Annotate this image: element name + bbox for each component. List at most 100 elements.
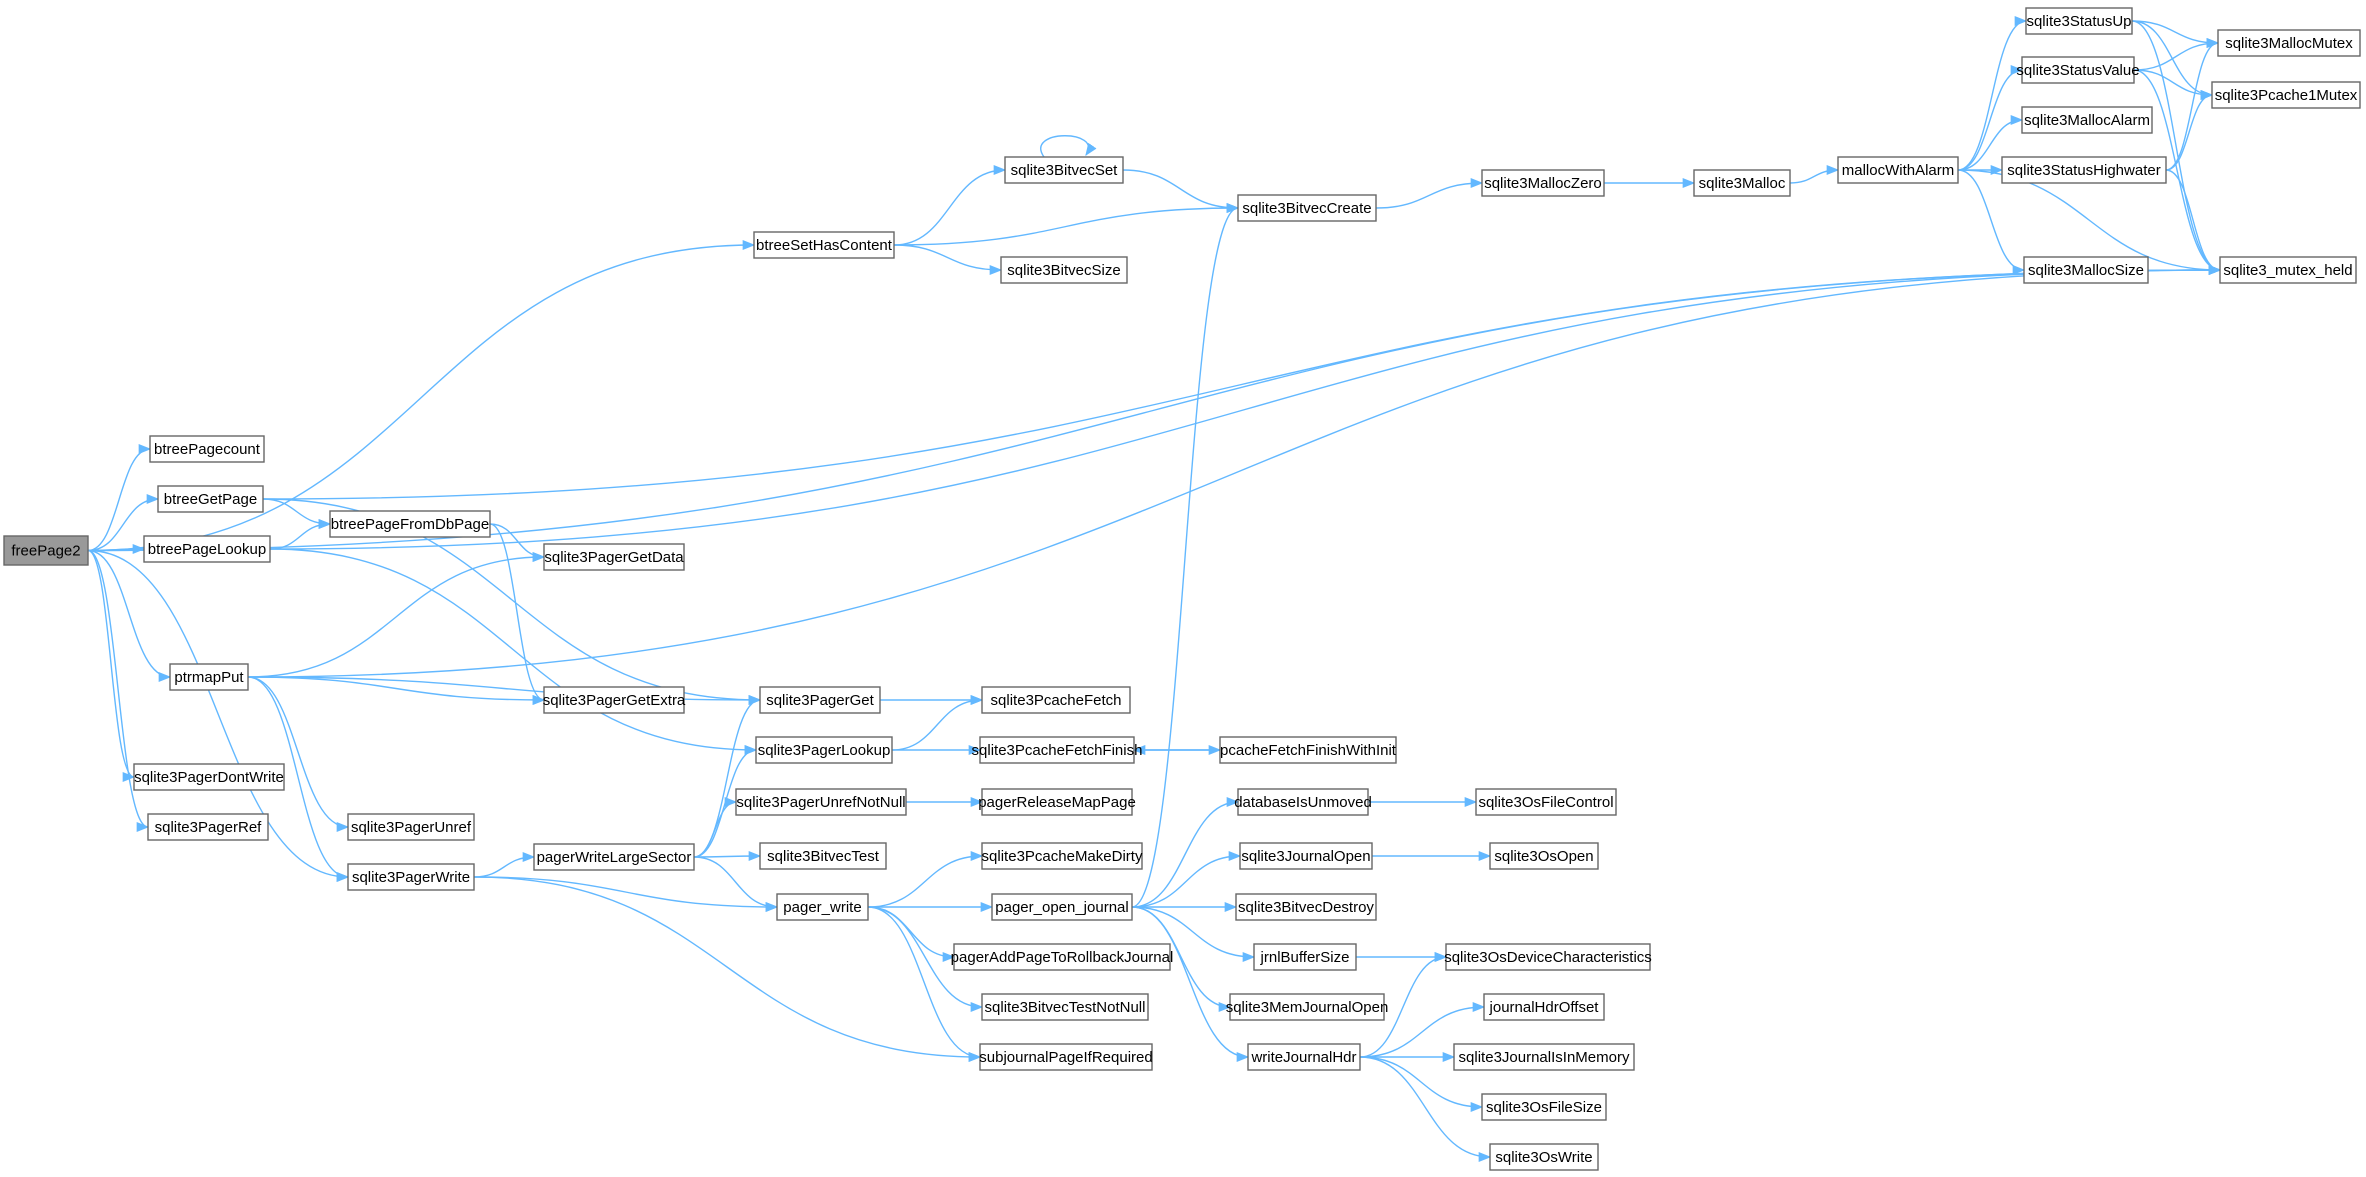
node-ptrmapPut[interactable]: ptrmapPut — [169, 663, 249, 691]
node-btreePagecount[interactable]: btreePagecount — [149, 435, 265, 463]
node-pagerReleaseMapPage[interactable]: pagerReleaseMapPage — [978, 788, 1136, 816]
node-pager_open_journal[interactable]: pager_open_journal — [991, 893, 1133, 921]
node-box-pagerWriteLargeSector[interactable] — [533, 843, 695, 871]
node-box-pagerAddPageToRollbackJournal[interactable] — [953, 943, 1171, 971]
node-box-sqlite3MallocZero[interactable] — [1481, 169, 1605, 197]
node-mallocWithAlarm[interactable]: mallocWithAlarm — [1837, 156, 1959, 184]
node-sqlite3PagerUnrefNotNull[interactable]: sqlite3PagerUnrefNotNull — [735, 788, 907, 816]
node-box-pcacheFetchFinishWithInit[interactable] — [1219, 736, 1397, 764]
node-box-sqlite3BitvecDestroy[interactable] — [1235, 893, 1377, 921]
node-box-sqlite3OsDeviceCharacteristics[interactable] — [1445, 943, 1651, 971]
node-sqlite3MallocMutex[interactable]: sqlite3MallocMutex — [2217, 29, 2361, 57]
node-box-sqlite3PcacheMakeDirty[interactable] — [981, 842, 1143, 870]
node-sqlite3PagerGet[interactable]: sqlite3PagerGet — [759, 686, 881, 714]
node-box-sqlite3JournalOpen[interactable] — [1239, 842, 1373, 870]
node-sqlite3BitvecTestNotNull[interactable]: sqlite3BitvecTestNotNull — [981, 993, 1149, 1021]
node-sqlite3PcacheMakeDirty[interactable]: sqlite3PcacheMakeDirty — [981, 842, 1143, 870]
node-sqlite3PagerGetData[interactable]: sqlite3PagerGetData — [543, 543, 685, 571]
node-box-sqlite3BitvecTest[interactable] — [759, 842, 887, 870]
node-sqlite3BitvecDestroy[interactable]: sqlite3BitvecDestroy — [1235, 893, 1377, 921]
node-sqlite3MallocSize[interactable]: sqlite3MallocSize — [2023, 256, 2149, 284]
node-box-sqlite3PcacheFetchFinish[interactable] — [979, 736, 1135, 764]
node-box-databaseIsUnmoved[interactable] — [1237, 788, 1369, 816]
node-box-sqlite3StatusUp[interactable] — [2025, 7, 2133, 35]
node-box-sqlite3StatusHighwater[interactable] — [2001, 156, 2167, 184]
node-box-sqlite3OsFileControl[interactable] — [1475, 788, 1617, 816]
node-journalHdrOffset[interactable]: journalHdrOffset — [1483, 993, 1605, 1021]
node-databaseIsUnmoved[interactable]: databaseIsUnmoved — [1234, 788, 1372, 816]
node-box-sqlite3PagerGet[interactable] — [759, 686, 881, 714]
node-btreeSetHasContent[interactable]: btreeSetHasContent — [753, 231, 895, 259]
node-pagerWriteLargeSector[interactable]: pagerWriteLargeSector — [533, 843, 695, 871]
node-box-ptrmapPut[interactable] — [169, 663, 249, 691]
node-sqlite3PcacheFetch[interactable]: sqlite3PcacheFetch — [981, 686, 1131, 714]
node-sqlite3OsDeviceCharacteristics[interactable]: sqlite3OsDeviceCharacteristics — [1444, 943, 1652, 971]
node-sqlite3Pcache1Mutex[interactable]: sqlite3Pcache1Mutex — [2211, 81, 2361, 109]
node-sqlite3PagerUnref[interactable]: sqlite3PagerUnref — [347, 813, 475, 841]
node-box-btreePageFromDbPage[interactable] — [329, 510, 491, 538]
node-box-sqlite3Pcache1Mutex[interactable] — [2211, 81, 2361, 109]
node-sqlite3PagerRef[interactable]: sqlite3PagerRef — [147, 813, 269, 841]
node-sqlite3OsWrite[interactable]: sqlite3OsWrite — [1489, 1143, 1599, 1171]
node-box-pagerReleaseMapPage[interactable] — [981, 788, 1133, 816]
node-box-sqlite3PagerGetExtra[interactable] — [543, 686, 685, 714]
node-box-sqlite3MallocSize[interactable] — [2023, 256, 2149, 284]
node-pager_write[interactable]: pager_write — [776, 893, 869, 921]
node-box-sqlite3PagerWrite[interactable] — [347, 863, 475, 891]
node-box-sqlite3PagerDontWrite[interactable] — [133, 763, 285, 791]
node-sqlite3OsFileControl[interactable]: sqlite3OsFileControl — [1475, 788, 1617, 816]
node-writeJournalHdr[interactable]: writeJournalHdr — [1247, 1043, 1361, 1071]
node-box-sqlite3StatusValue[interactable] — [2021, 56, 2135, 84]
node-box-sqlite3_mutex_held[interactable] — [2219, 256, 2357, 284]
node-sqlite3OsOpen[interactable]: sqlite3OsOpen — [1489, 842, 1599, 870]
node-sqlite3MemJournalOpen[interactable]: sqlite3MemJournalOpen — [1226, 993, 1389, 1021]
node-box-btreeGetPage[interactable] — [157, 485, 264, 513]
node-box-sqlite3OsWrite[interactable] — [1489, 1143, 1599, 1171]
node-sqlite3OsFileSize[interactable]: sqlite3OsFileSize — [1481, 1093, 1607, 1121]
node-box-btreeSetHasContent[interactable] — [753, 231, 895, 259]
node-box-btreePageLookup[interactable] — [143, 535, 271, 563]
node-box-sqlite3PagerLookup[interactable] — [755, 736, 893, 764]
node-sqlite3BitvecCreate[interactable]: sqlite3BitvecCreate — [1237, 194, 1377, 222]
node-box-pager_open_journal[interactable] — [991, 893, 1133, 921]
node-sqlite3_mutex_held[interactable]: sqlite3_mutex_held — [2219, 256, 2357, 284]
node-sqlite3StatusValue[interactable]: sqlite3StatusValue — [2016, 56, 2140, 84]
node-box-sqlite3PagerGetData[interactable] — [543, 543, 685, 571]
node-box-sqlite3BitvecSet[interactable] — [1004, 156, 1124, 184]
node-box-sqlite3OsOpen[interactable] — [1489, 842, 1599, 870]
node-btreePageLookup[interactable]: btreePageLookup — [143, 535, 271, 563]
node-sqlite3BitvecSize[interactable]: sqlite3BitvecSize — [1000, 256, 1128, 284]
node-box-writeJournalHdr[interactable] — [1247, 1043, 1361, 1071]
node-box-btreePagecount[interactable] — [149, 435, 265, 463]
node-box-sqlite3PagerUnref[interactable] — [347, 813, 475, 841]
node-sqlite3PagerLookup[interactable]: sqlite3PagerLookup — [755, 736, 893, 764]
node-sqlite3JournalIsInMemory[interactable]: sqlite3JournalIsInMemory — [1453, 1043, 1635, 1071]
node-box-sqlite3MallocMutex[interactable] — [2217, 29, 2361, 57]
node-sqlite3PagerDontWrite[interactable]: sqlite3PagerDontWrite — [133, 763, 285, 791]
node-box-sqlite3MemJournalOpen[interactable] — [1229, 993, 1385, 1021]
node-box-jrnlBufferSize[interactable] — [1253, 943, 1357, 971]
node-sqlite3MallocZero[interactable]: sqlite3MallocZero — [1481, 169, 1605, 197]
node-sqlite3JournalOpen[interactable]: sqlite3JournalOpen — [1239, 842, 1373, 870]
node-freePage2[interactable]: freePage2 — [3, 535, 89, 566]
node-jrnlBufferSize[interactable]: jrnlBufferSize — [1253, 943, 1357, 971]
node-box-sqlite3OsFileSize[interactable] — [1481, 1093, 1607, 1121]
node-pcacheFetchFinishWithInit[interactable]: pcacheFetchFinishWithInit — [1219, 736, 1397, 764]
node-box-pager_write[interactable] — [776, 893, 869, 921]
node-sqlite3Malloc[interactable]: sqlite3Malloc — [1693, 169, 1791, 197]
node-box-mallocWithAlarm[interactable] — [1837, 156, 1959, 184]
node-box-sqlite3PagerUnrefNotNull[interactable] — [735, 788, 907, 816]
node-sqlite3BitvecSet[interactable]: sqlite3BitvecSet — [1004, 156, 1124, 184]
node-box-sqlite3BitvecSize[interactable] — [1000, 256, 1128, 284]
node-subjournalPageIfRequired[interactable]: subjournalPageIfRequired — [979, 1043, 1153, 1071]
node-box-sqlite3PcacheFetch[interactable] — [981, 686, 1131, 714]
node-sqlite3StatusUp[interactable]: sqlite3StatusUp — [2025, 7, 2133, 35]
node-box-subjournalPageIfRequired[interactable] — [979, 1043, 1153, 1071]
node-pagerAddPageToRollbackJournal[interactable]: pagerAddPageToRollbackJournal — [951, 943, 1174, 971]
node-box-sqlite3Malloc[interactable] — [1693, 169, 1791, 197]
node-sqlite3PcacheFetchFinish[interactable]: sqlite3PcacheFetchFinish — [972, 736, 1143, 764]
node-box-sqlite3PagerRef[interactable] — [147, 813, 269, 841]
node-btreeGetPage[interactable]: btreeGetPage — [157, 485, 264, 513]
node-box-sqlite3BitvecCreate[interactable] — [1237, 194, 1377, 222]
node-btreePageFromDbPage[interactable]: btreePageFromDbPage — [329, 510, 491, 538]
